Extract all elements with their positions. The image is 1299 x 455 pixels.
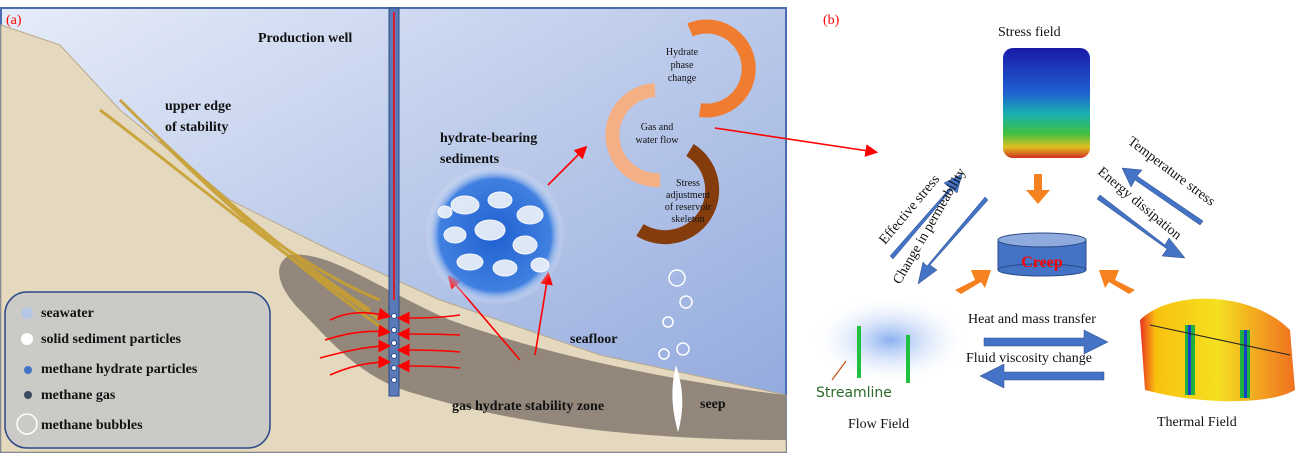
inflow-arrows — [319, 127, 879, 376]
svg-text:Hydrate: Hydrate — [666, 47, 699, 58]
panel-b: (b) Stress field Creep Effective stress … — [810, 13, 1295, 432]
svg-text:Gas and: Gas and — [641, 122, 674, 133]
upper-edge-label: of stability — [165, 120, 228, 135]
thermal-field-image — [1140, 298, 1295, 402]
orange-arrow-down — [1026, 174, 1050, 204]
heat-mass-arrow — [983, 329, 1109, 355]
svg-text:seawater: seawater — [41, 306, 94, 321]
orange-arrow-left — [955, 270, 991, 294]
stress-field-image — [1003, 48, 1090, 158]
fluid-viscosity-arrow — [979, 363, 1105, 389]
hydrate-veins — [99, 98, 386, 332]
temperature-stress-arrow — [1121, 167, 1204, 226]
thermal-field-label: Thermal Field — [1157, 415, 1237, 430]
methane-bubbles — [658, 269, 693, 360]
flow-field-image — [810, 295, 970, 385]
seawater-swatch — [21, 307, 33, 319]
svg-text:change: change — [668, 73, 697, 84]
cycle-labels: Hydrate phase change Gas and water flow … — [635, 47, 711, 225]
svg-text:of reservoir: of reservoir — [665, 202, 712, 213]
bubble-swatch — [16, 413, 38, 435]
fluid-viscosity-label: Fluid viscosity change — [966, 351, 1092, 366]
svg-text:methane hydrate particles: methane hydrate particles — [41, 362, 198, 377]
panel-b-label: (b) — [823, 13, 840, 28]
effective-stress-arrow — [889, 173, 963, 260]
creep-cylinder: Creep — [997, 232, 1087, 277]
hydrate-stability-zone — [279, 254, 786, 440]
svg-text:adjustment: adjustment — [666, 190, 710, 201]
stability-zone-label: gas hydrate stability zone — [452, 399, 604, 414]
hydrate-cycle — [605, 19, 756, 245]
sediment-swatch — [21, 333, 33, 345]
stress-field-label: Stress field — [998, 25, 1061, 40]
production-well-label: Production well — [258, 31, 352, 46]
svg-text:methane gas: methane gas — [41, 388, 116, 403]
legend: seawater solid sediment particles methan… — [4, 291, 271, 449]
svg-text:solid sediment particles: solid sediment particles — [41, 332, 182, 347]
blue-arrows — [889, 167, 1204, 389]
streamline-label: Streamline — [816, 385, 892, 401]
gas-swatch — [24, 391, 32, 399]
svg-text:phase: phase — [671, 60, 694, 71]
creep-label: Creep — [1021, 254, 1063, 271]
svg-text:methane bubbles: methane bubbles — [41, 418, 143, 433]
flow-field-label: Flow Field — [848, 417, 909, 432]
upper-edge-label: upper edge — [165, 99, 231, 114]
orange-arrow-right — [1099, 270, 1135, 294]
permeability-arrow — [917, 196, 989, 285]
seafloor-label: seafloor — [570, 332, 617, 347]
panel-a-label: (a) — [6, 13, 22, 28]
hydrate-sediments-label: sediments — [440, 152, 500, 167]
hydrate-sediments-label: hydrate-bearing — [440, 131, 537, 146]
seep-plume — [672, 365, 683, 432]
svg-text:skeleton: skeleton — [671, 214, 704, 225]
hydrate-swatch — [24, 366, 32, 374]
seep-label: seep — [700, 397, 726, 412]
panel-a: (a) Production well upper edge of stabil… — [0, 7, 879, 453]
svg-text:water flow: water flow — [635, 135, 679, 146]
svg-text:Stress: Stress — [676, 178, 700, 189]
energy-dissipation-arrow — [1096, 194, 1186, 259]
heat-mass-label: Heat and mass transfer — [968, 312, 1096, 327]
